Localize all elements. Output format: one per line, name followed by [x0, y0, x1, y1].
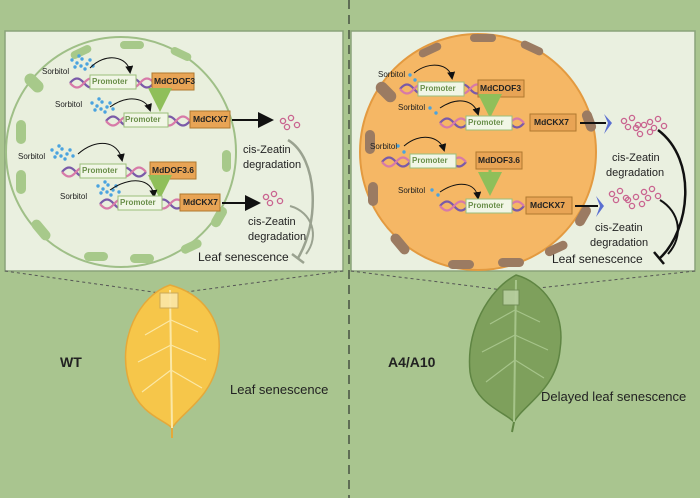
wt-row-2	[90, 97, 301, 131]
condition-label: A4/A10	[388, 354, 436, 370]
promoter-label: Promoter	[82, 166, 118, 175]
wt-row-4	[96, 180, 284, 212]
process-label: degradation	[243, 159, 302, 171]
promoter-label: Promoter	[468, 201, 504, 210]
gene-label: MdDOF3.6	[478, 155, 521, 165]
gene-label: MdCKX7	[534, 117, 569, 127]
mutant-row-1	[398, 64, 525, 118]
result-label: Leaf senescence	[198, 250, 289, 264]
product-label: cis-Zeatin	[243, 144, 291, 156]
sorbitol-label: Sorbitol	[18, 152, 46, 161]
mutant-row-3	[380, 136, 523, 196]
promoter-label: Promoter	[92, 77, 128, 86]
mutant-leaf	[468, 274, 562, 433]
product-label: cis-Zeatin	[248, 216, 296, 228]
gene-label: MdDOF3.6	[152, 165, 195, 175]
product-label: cis-Zeatin	[595, 222, 643, 234]
gene-label: MdCKX7	[183, 197, 218, 207]
mutant-row-4	[430, 183, 662, 217]
gene-label: MdCDOF3	[480, 83, 522, 93]
wt-row-3	[50, 142, 197, 199]
outcome-label: Leaf senescence	[230, 382, 329, 397]
gene-label: MdCKX7	[530, 200, 565, 210]
sorbitol-label: Sorbitol	[60, 192, 88, 201]
result-label: Leaf senescence	[552, 252, 643, 266]
mutant-arc-2	[659, 199, 679, 255]
wt-leaf	[124, 284, 220, 438]
promoter-label: Promoter	[412, 156, 448, 165]
product-label: cis-Zeatin	[612, 152, 660, 164]
sorbitol-label: Sorbitol	[398, 186, 426, 195]
mutant-chloroplasts	[365, 34, 597, 269]
gene-label: MdCKX7	[193, 114, 228, 124]
process-label: degradation	[248, 231, 307, 243]
wt-row-1	[68, 54, 195, 112]
gene-label: MdCDOF3	[154, 76, 196, 86]
wt-chloroplasts	[16, 41, 231, 263]
promoter-label: Promoter	[468, 118, 504, 127]
sorbitol-label: Sorbitol	[378, 70, 406, 79]
mutant-arc-1	[657, 129, 687, 259]
promoter-label: Promoter	[125, 115, 161, 124]
sorbitol-label: Sorbitol	[55, 100, 83, 109]
process-label: degradation	[606, 167, 665, 179]
sorbitol-label: Sorbitol	[42, 67, 70, 76]
sorbitol-label: Sorbitol	[398, 103, 426, 112]
wt-arc-2	[289, 205, 314, 255]
wt-arc-1	[287, 138, 314, 259]
condition-label: WT	[60, 354, 82, 370]
promoter-label: Promoter	[120, 198, 156, 207]
outcome-label: Delayed leaf senescence	[541, 389, 687, 404]
process-label: degradation	[590, 237, 649, 249]
promoter-label: Promoter	[420, 84, 456, 93]
wt-cell	[5, 36, 237, 268]
mutant-row-2	[428, 100, 668, 138]
sorbitol-label: Sorbitol	[370, 142, 398, 151]
